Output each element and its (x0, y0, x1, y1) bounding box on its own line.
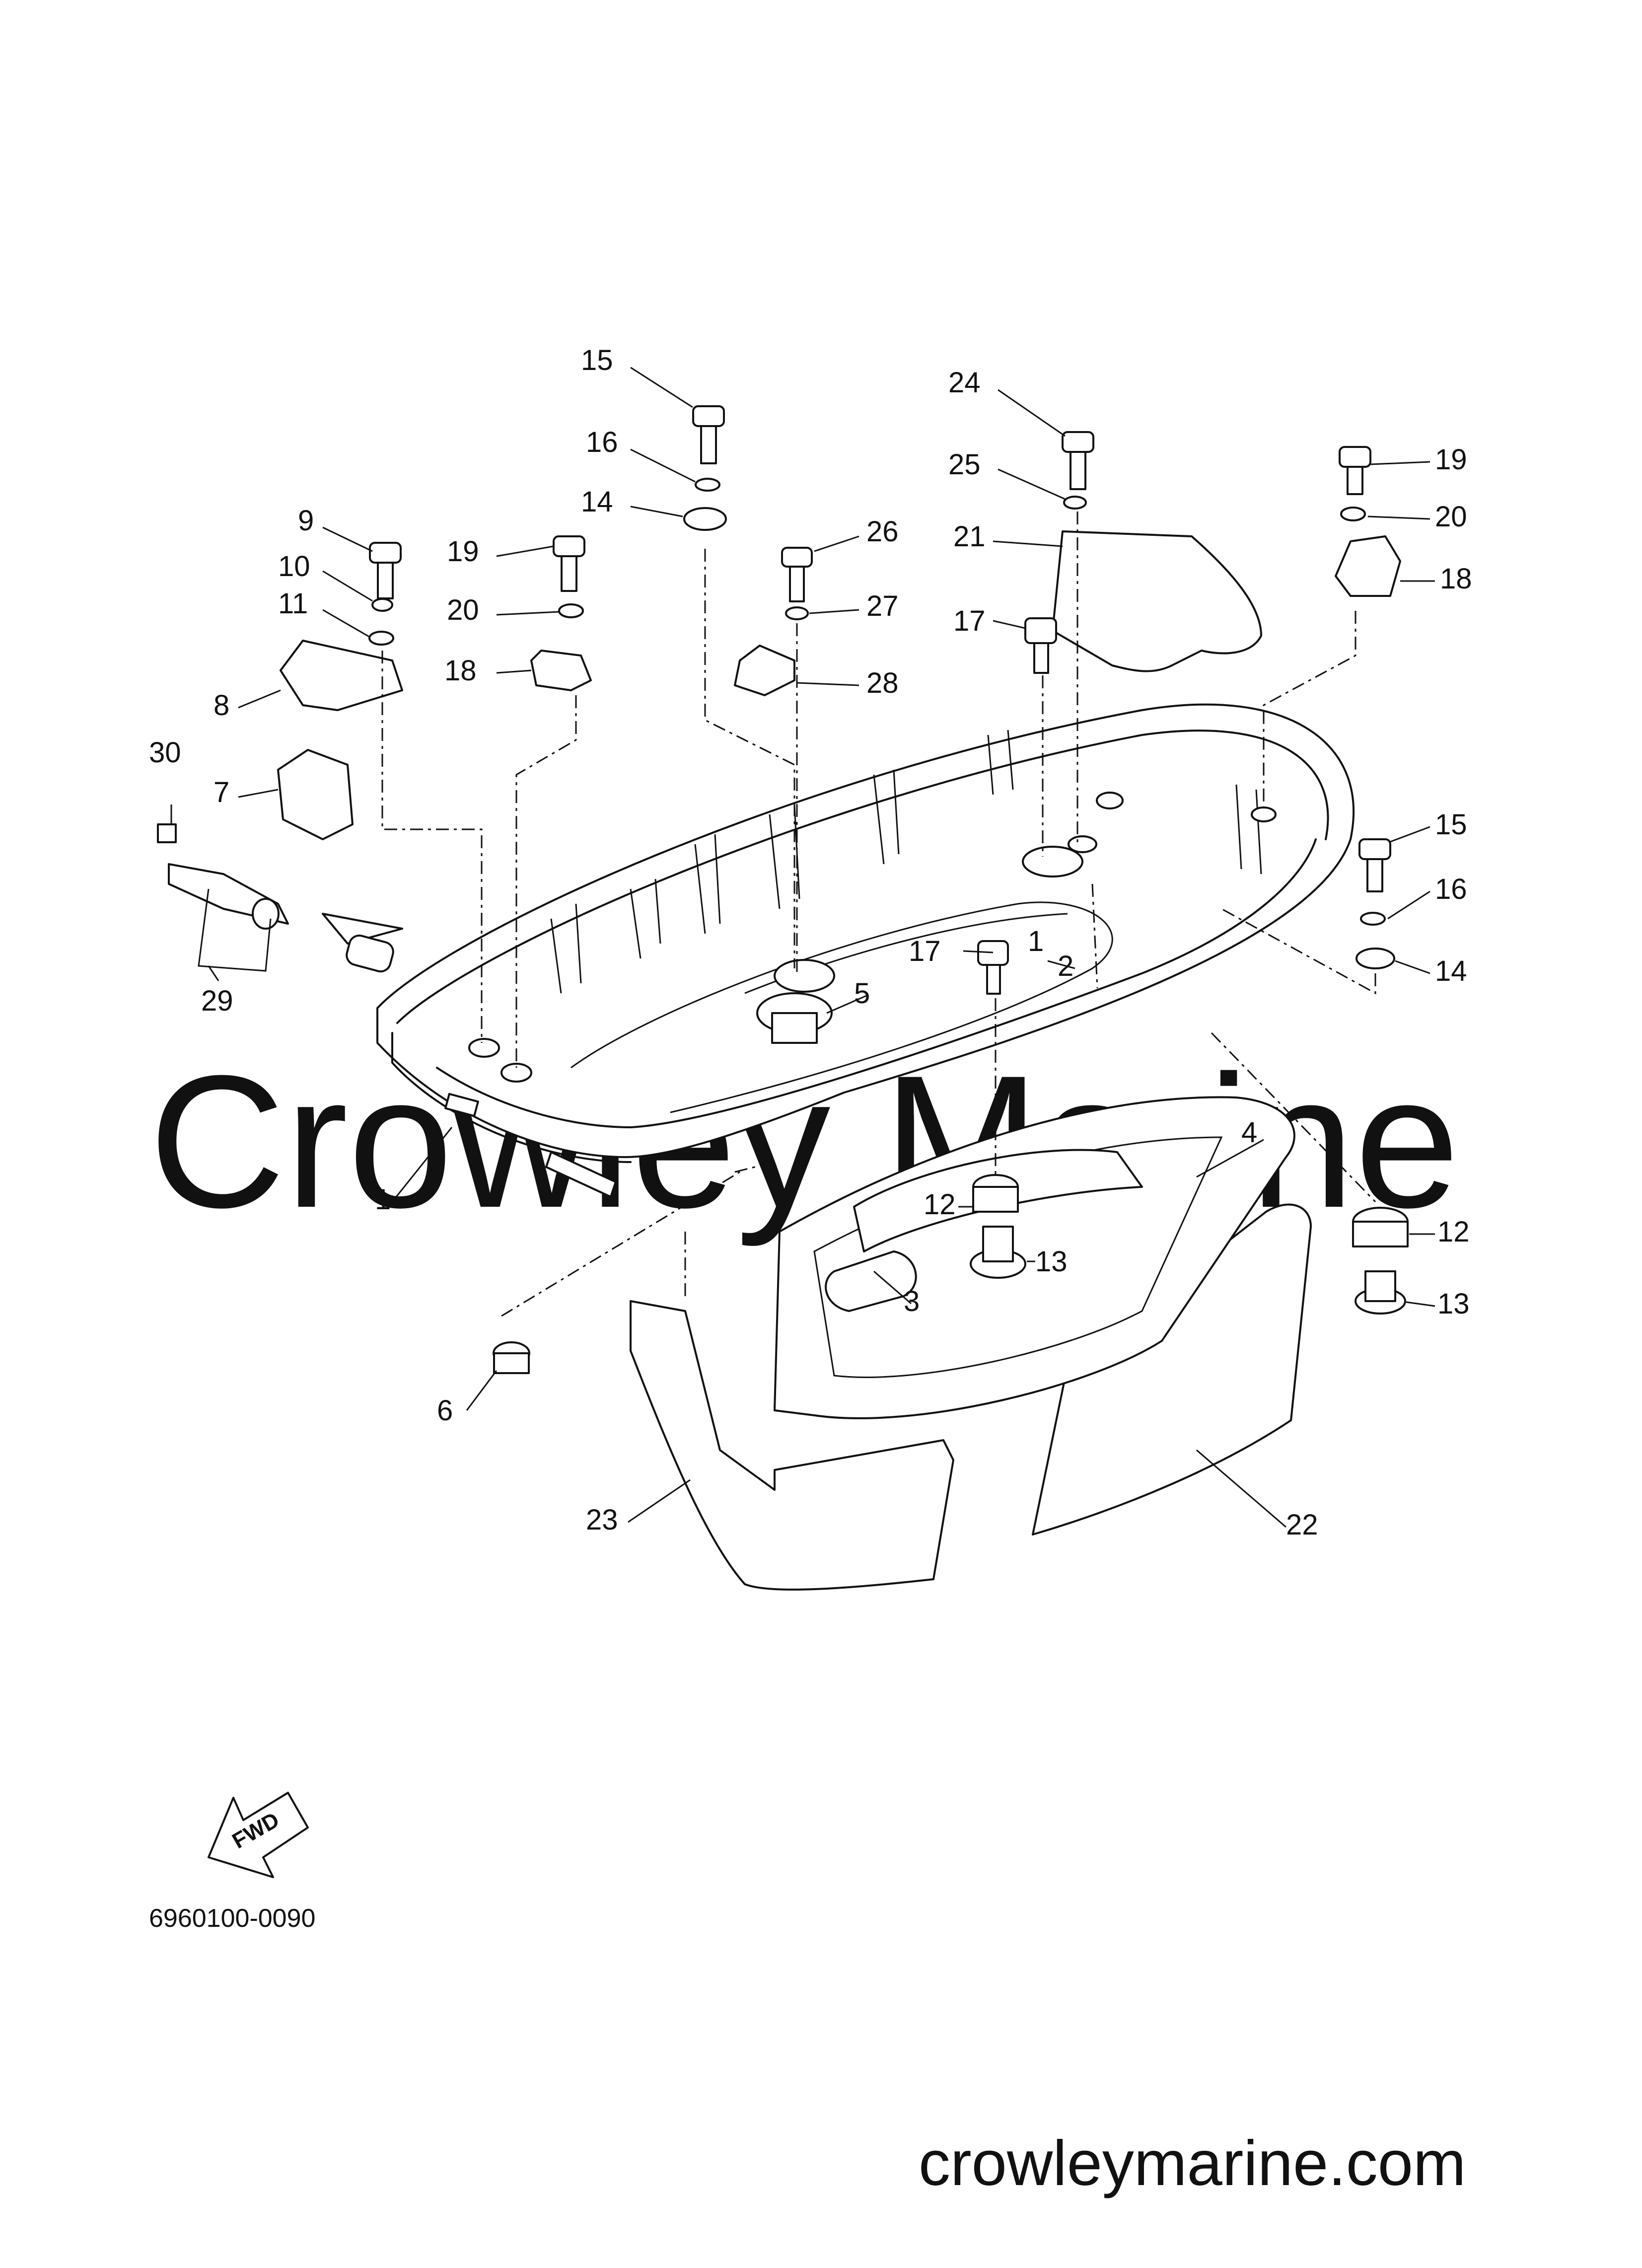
callout-12-mid: 12 (924, 1188, 956, 1221)
callout-17-mid: 17 (909, 935, 941, 967)
callout-7: 7 (214, 776, 229, 808)
callout-18-right: 18 (1440, 563, 1472, 595)
callout-5: 5 (854, 977, 870, 1010)
callout-25: 25 (948, 448, 981, 481)
callout-labels: 15 16 14 9 10 11 8 7 19 20 18 26 27 28 2… (149, 344, 1472, 1541)
callout-23: 23 (586, 1504, 618, 1536)
small-fasteners (157, 405, 1409, 1374)
callout-28: 28 (866, 667, 899, 699)
bottom-cowling (376, 703, 1355, 1198)
callout-15: 15 (581, 344, 613, 376)
callout-13-mid: 13 (1035, 1245, 1068, 1278)
callout-6: 6 (437, 1394, 453, 1427)
callout-24: 24 (948, 366, 981, 399)
callout-14-right: 14 (1435, 955, 1467, 987)
callout-26: 26 (866, 515, 899, 548)
callout-29: 29 (201, 985, 233, 1017)
callout-10: 10 (278, 550, 310, 583)
seal-frame (774, 1096, 1295, 1419)
fwd-arrow-icon: FWD (208, 1792, 309, 1878)
callout-4: 4 (1241, 1116, 1257, 1149)
callout-2: 2 (1058, 950, 1073, 982)
callout-15-right: 15 (1435, 808, 1467, 841)
diagram-code: 6960100-0090 (149, 1904, 315, 1933)
side-panel-right (1032, 1203, 1312, 1536)
callout-12-right: 12 (1437, 1216, 1470, 1248)
callout-16-right: 16 (1435, 873, 1467, 905)
callout-16: 16 (586, 426, 618, 458)
side-panel-left (630, 1300, 954, 1591)
site-url: crowleymarine.com (919, 2128, 1466, 2199)
callout-17: 17 (953, 605, 986, 637)
callout-8: 8 (214, 689, 229, 722)
callout-1-lower: 1 (375, 1183, 391, 1216)
callout-14: 14 (581, 486, 613, 518)
callout-18: 18 (444, 655, 477, 687)
callout-21: 21 (953, 520, 986, 553)
callout-11: 11 (278, 587, 308, 620)
leader-lines (170, 366, 1435, 1528)
callout-19: 19 (447, 535, 479, 568)
callout-1-upper: 1 (1028, 925, 1044, 957)
callout-20: 20 (447, 594, 479, 626)
callout-30: 30 (149, 736, 181, 769)
callout-13-right: 13 (1437, 1288, 1470, 1320)
callout-20-right: 20 (1435, 501, 1467, 533)
callout-27: 27 (866, 590, 899, 622)
callout-19-right: 19 (1435, 443, 1467, 476)
callout-22: 22 (1286, 1509, 1318, 1541)
callout-9: 9 (298, 505, 314, 537)
callout-3: 3 (904, 1285, 920, 1317)
